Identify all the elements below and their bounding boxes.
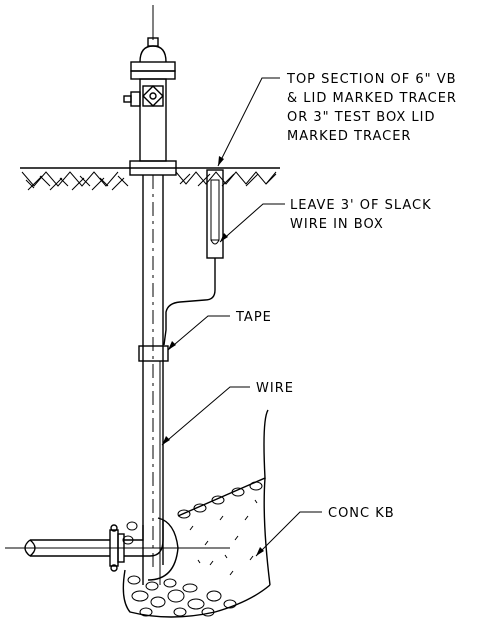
callout-valve-box-line3: OR 3" TEST BOX LID (287, 110, 435, 125)
callout-wire: WIRE (256, 381, 294, 396)
leader-wire (161, 386, 250, 446)
concrete-kick-block (177, 409, 271, 586)
gravel-bedding (122, 481, 271, 618)
tracer-wire (163, 258, 216, 346)
riser-pipe (142, 175, 164, 585)
leader-conc-kb (255, 511, 322, 557)
callout-slack-line1: LEAVE 3' OF SLACK (290, 198, 432, 213)
hydrant-body (123, 37, 177, 176)
operating-nut (142, 85, 164, 107)
leader-slack (219, 203, 285, 243)
tape-band (138, 345, 169, 362)
ground-surface (20, 167, 280, 191)
water-main (5, 517, 230, 581)
side-port (123, 91, 141, 107)
valve-box (206, 169, 224, 259)
callout-tape: TAPE (235, 310, 272, 325)
callout-valve-box-line2: & LID MARKED TRACER (287, 91, 457, 106)
callout-valve-box-line1: TOP SECTION OF 6" VB (286, 72, 457, 87)
leader-tape (167, 315, 230, 351)
callout-valve-box-line4: MARKED TRACER (287, 129, 411, 144)
callout-conc-kb: CONC KB (328, 506, 395, 521)
callout-slack-line2: WIRE IN BOX (290, 217, 384, 232)
leader-valve-box (217, 77, 280, 167)
soil-hatch-left (21, 171, 129, 191)
soil-hatch-right (175, 171, 277, 187)
